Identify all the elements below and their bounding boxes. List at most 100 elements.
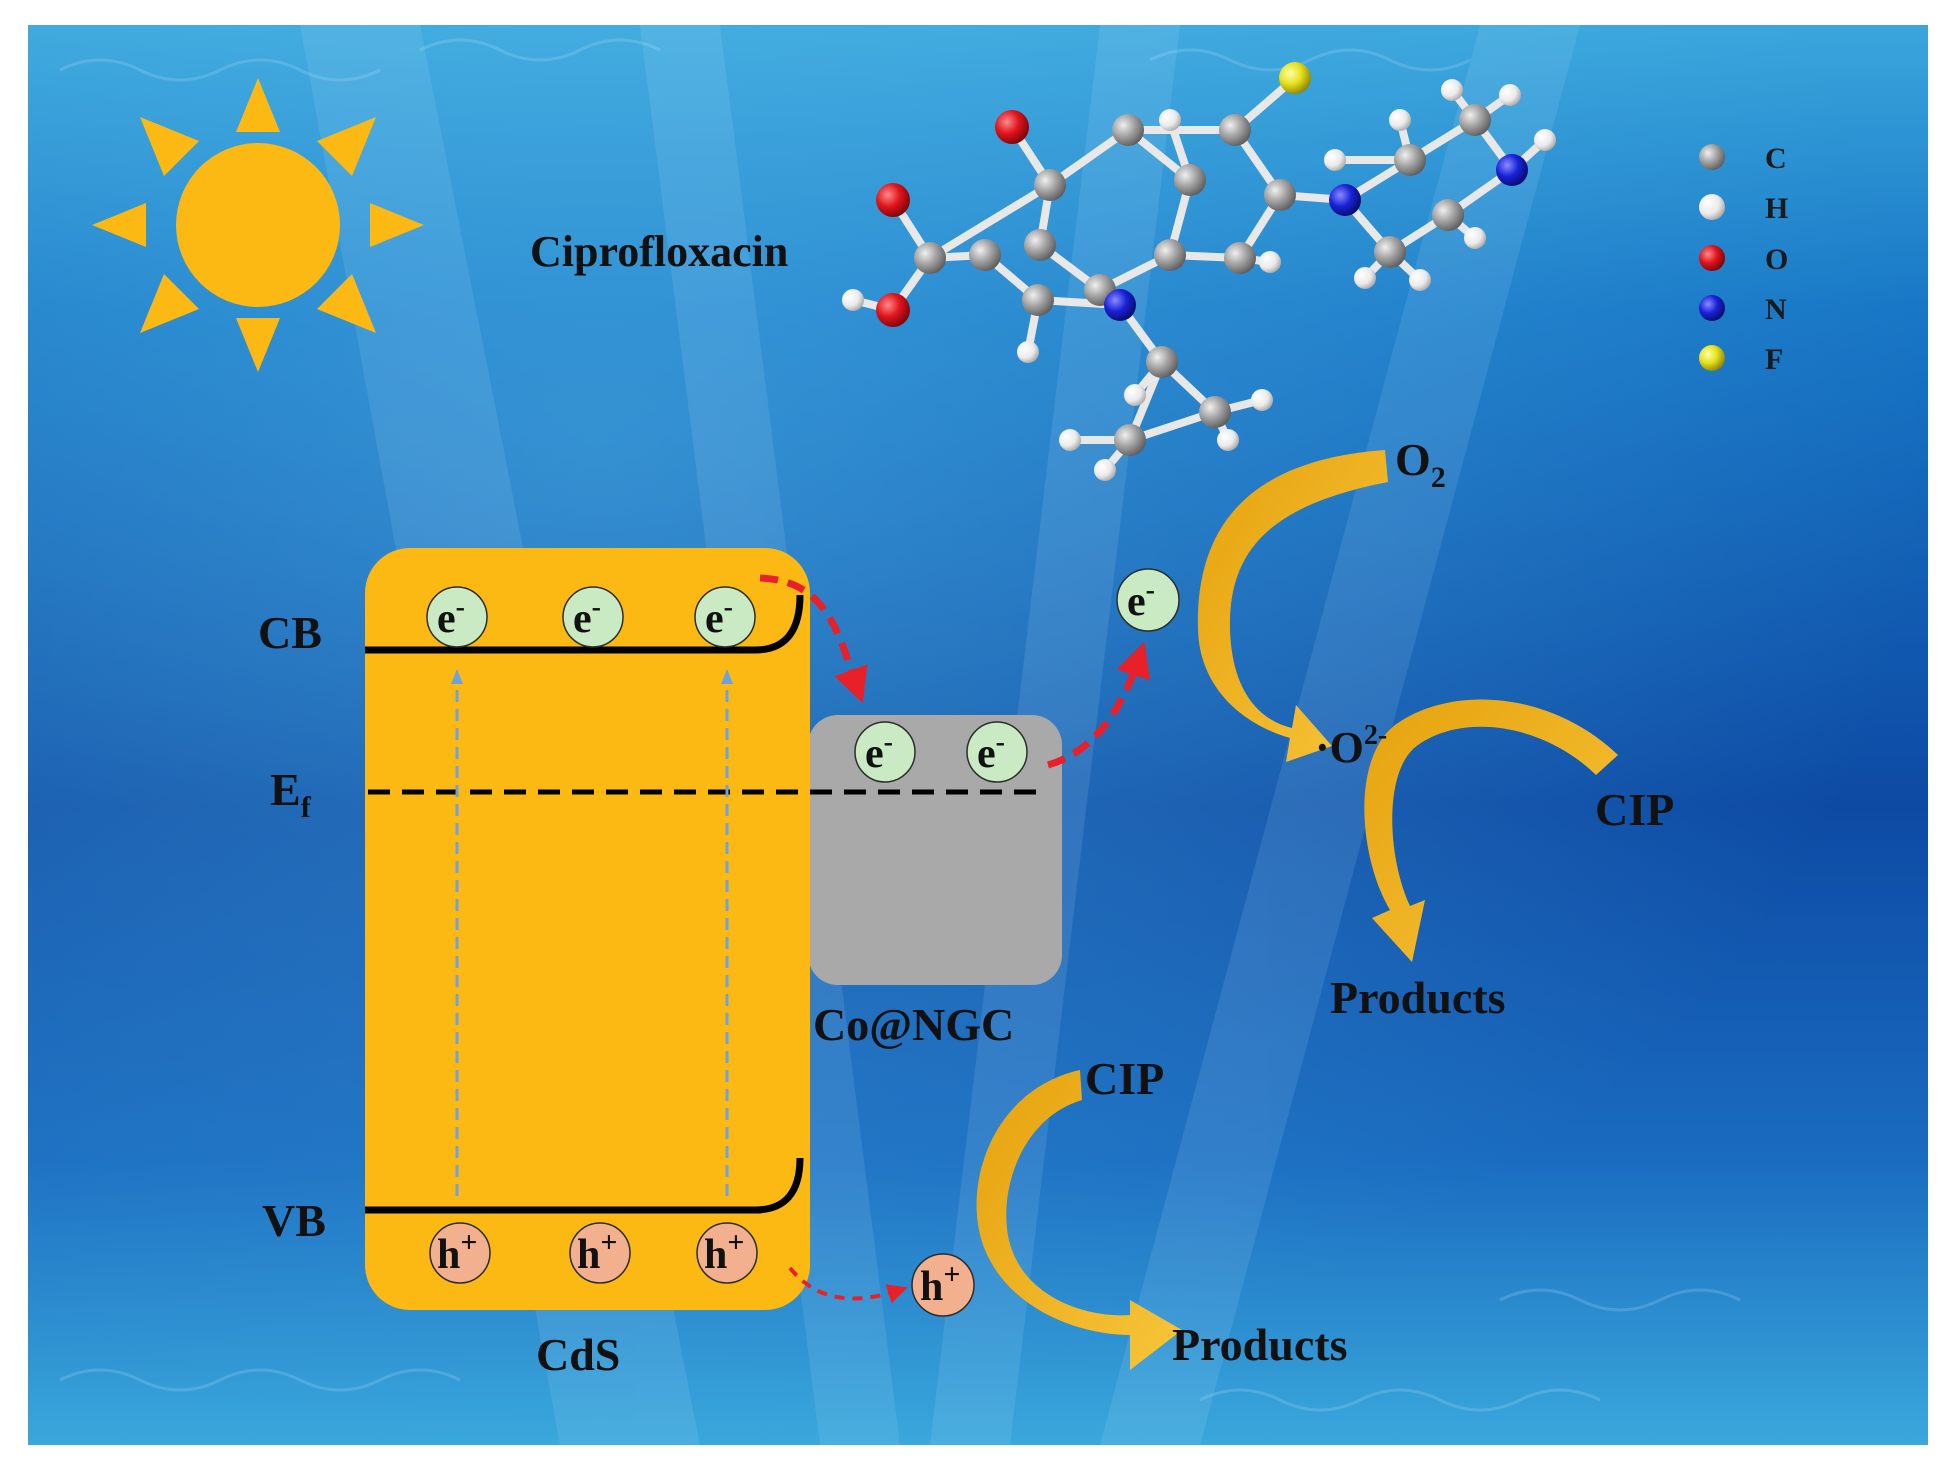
atom-carbon (1154, 239, 1186, 271)
superoxide-label: ·O2- (1315, 720, 1387, 772)
vb-label: VB (262, 1195, 326, 1246)
ef-label-sub: f (301, 791, 312, 824)
legend-label-n: N (1765, 293, 1787, 326)
hole-free-symbol: h (920, 1264, 943, 1310)
hole-free: h+ (911, 1253, 975, 1317)
legend-label-f: F (1765, 343, 1783, 376)
atom-carbon (914, 242, 946, 274)
atom-carbon (1459, 104, 1491, 136)
molecule-name: Ciprofloxacin (530, 227, 788, 276)
molecule-bond (926, 181, 1054, 262)
legend-swatch-o (1699, 245, 1725, 271)
electron-co-ngc-2: e- (966, 721, 1028, 783)
hole-vb-3-charge: + (727, 1226, 744, 1259)
water-caustics (59, 38, 1741, 1412)
o2-label-main: O (1395, 434, 1431, 485)
legend-label-c: C (1765, 142, 1787, 175)
atom-oxygen (995, 110, 1029, 144)
o2-label: O2 (1395, 434, 1446, 494)
atom-carbon (1219, 114, 1251, 146)
transfer-arrow-cds-to-co-ngc (759, 574, 868, 704)
hole-vb-1-charge: + (460, 1226, 477, 1259)
electron-cds-1-symbol: e (437, 596, 456, 642)
superoxide-label-main: ·O (1315, 723, 1364, 772)
electron-co-ngc-1-charge: - (884, 727, 893, 758)
products-label-lower: Products (1172, 1319, 1348, 1370)
atom-hydrogen (1324, 149, 1346, 171)
svg-text:e-: e- (977, 727, 1005, 777)
svg-text:h+: h+ (577, 1226, 617, 1278)
electron-co-ngc-1: e- (854, 721, 916, 783)
svg-text:h+: h+ (920, 1258, 960, 1310)
electron-co-ngc-2-charge: - (996, 727, 1005, 758)
reduction-arrow (1197, 450, 1388, 762)
electron-cds-1: e- (426, 586, 488, 648)
hole-vb-2-symbol: h (577, 1232, 600, 1278)
atom-hydrogen (1464, 227, 1486, 249)
atom-hydrogen (842, 289, 864, 311)
atom-carbon (1394, 144, 1426, 176)
atom-carbon (1432, 199, 1464, 231)
atom-hydrogen (1017, 341, 1039, 363)
o2-label-sub: 2 (1431, 461, 1446, 494)
electron-cds-2-symbol: e (573, 596, 592, 642)
legend-label-h: H (1765, 192, 1788, 225)
atom-hydrogen (1354, 267, 1376, 289)
electron-cds-2: e- (562, 586, 624, 648)
electron-cds-1-charge: - (456, 592, 465, 623)
hole-vb-1: h+ (429, 1222, 491, 1284)
atom-nitrogen (1496, 154, 1528, 186)
svg-text:e-: e- (865, 727, 893, 777)
atom-carbon (1199, 396, 1231, 428)
electron-cds-2-charge: - (592, 592, 601, 623)
svg-text:e-: e- (1127, 575, 1155, 625)
electron-co-ngc-1-symbol: e (865, 731, 884, 777)
conduction-band-line (365, 594, 804, 654)
atom-hydrogen (1217, 429, 1239, 451)
atom-carbon (1114, 424, 1146, 456)
atom-hydrogen (1251, 389, 1273, 411)
ef-label-main: E (270, 764, 301, 815)
atom-hydrogen (1441, 79, 1463, 101)
cip-label-lower: CIP (1085, 1053, 1164, 1104)
atom-hydrogen (1499, 84, 1521, 106)
hole-vb-3-symbol: h (704, 1232, 727, 1278)
svg-text:e-: e- (437, 592, 465, 642)
sun-icon (92, 78, 424, 372)
atom-hydrogen (1534, 129, 1556, 151)
atom-hydrogen (1124, 384, 1146, 406)
hole-vb-2: h+ (569, 1222, 631, 1284)
hole-vb-1-symbol: h (437, 1232, 460, 1278)
atom-carbon (969, 239, 1001, 271)
electron-free-symbol: e (1127, 579, 1146, 625)
electron-free-charge: - (1146, 575, 1155, 606)
atom-fluorine (1279, 62, 1311, 94)
ciprofloxacin-molecule (842, 62, 1556, 481)
ef-label: Ef (270, 764, 312, 824)
atom-oxygen (876, 183, 910, 217)
svg-text:e-: e- (573, 592, 601, 642)
electron-cds-3-symbol: e (705, 596, 724, 642)
atom-legend: C H O N F (1699, 142, 1788, 376)
superoxide-label-charge: 2- (1364, 720, 1387, 751)
hole-vb-2-charge: + (600, 1226, 617, 1259)
hole-vb-3: h+ (696, 1222, 758, 1284)
atom-carbon (1112, 114, 1144, 146)
atom-hydrogen (1159, 109, 1181, 131)
svg-text:h+: h+ (704, 1226, 744, 1278)
oxidation-arrow-upper (1364, 699, 1618, 962)
atom-oxygen (876, 293, 910, 327)
transfer-arrow-hole (788, 1266, 908, 1304)
cip-label-upper: CIP (1595, 784, 1674, 835)
svg-text:h+: h+ (437, 1226, 477, 1278)
atom-hydrogen (1094, 459, 1116, 481)
electron-co-ngc-2-symbol: e (977, 731, 996, 777)
oxidation-arrow-lower (976, 1070, 1182, 1370)
electron-cds-3: e- (694, 586, 756, 648)
hole-free-charge: + (943, 1258, 960, 1291)
cb-label: CB (258, 607, 322, 658)
atom-hydrogen (1259, 251, 1281, 273)
atom-hydrogen (1409, 269, 1431, 291)
electron-cds-3-charge: - (724, 592, 733, 623)
